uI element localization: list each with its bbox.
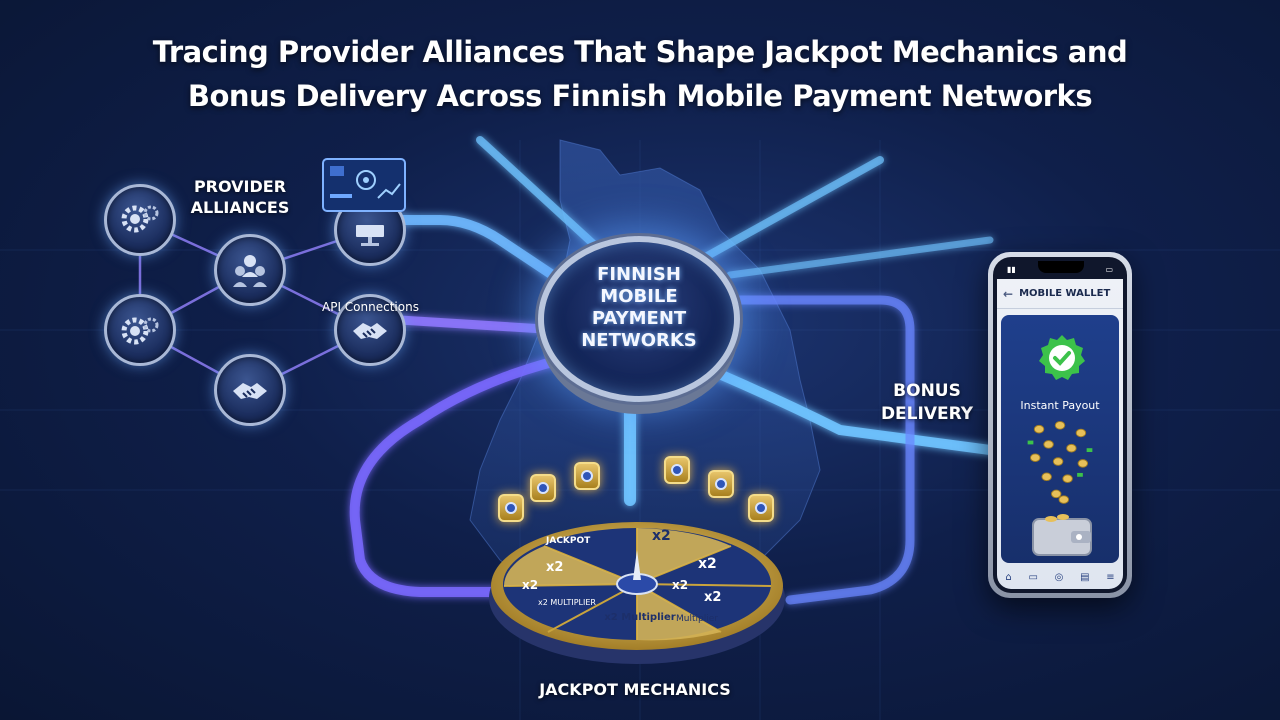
gear-icon — [121, 205, 159, 233]
jackpot-wheel: JACKPOT x2 x2 x2 x2 x2 Multiplier Multip… — [486, 494, 788, 668]
pipe-left-loop — [349, 355, 565, 597]
title-line-1: Tracing Provider Alliances That Shape Ja… — [152, 35, 1128, 69]
monitor-icon — [356, 225, 384, 246]
jackpot-chip — [530, 474, 556, 502]
team-icon — [233, 255, 267, 287]
falling-coins-icon — [1027, 421, 1093, 504]
dashboard-screen-icon — [322, 158, 406, 212]
pipe-api — [395, 315, 565, 335]
jackpot-mechanics-label: JACKPOT MECHANICS — [539, 680, 731, 699]
menu-icon[interactable]: ≡ — [1106, 571, 1115, 583]
wallet-header: ← MOBILE WALLET — [997, 279, 1123, 309]
pipe-right-loop — [735, 295, 915, 605]
wheel-segment-6: x2 Multiplier — [604, 612, 676, 623]
bonus-delivery-label: BONUS DELIVERY — [880, 381, 974, 424]
api-connections-label: API Connections — [322, 300, 419, 314]
mobile-phone: ▮▮ ▭ ← MOBILE WALLET Instant Payout — [988, 252, 1132, 598]
wallet-icon — [1032, 514, 1092, 556]
jackpot-chip — [664, 456, 690, 484]
back-arrow-icon[interactable]: ← — [1003, 286, 1014, 301]
pipe-up-left — [476, 136, 604, 254]
wallet-app: ← MOBILE WALLET Instant Payout — [997, 279, 1123, 589]
title-line-2: Bonus Delivery Across Finnish Mobile Pay… — [187, 79, 1093, 113]
page-title: Tracing Provider Alliances That Shape Ja… — [0, 30, 1280, 118]
gear-icon — [121, 317, 159, 345]
handshake-icon — [233, 383, 267, 399]
wheel-segment-10: x2 — [672, 578, 689, 592]
wheel-segment-9: x2 MULTIPLIER — [538, 598, 596, 607]
wallet-bottom-nav: ⌂ ▭ ◎ ▤ ≡ — [997, 565, 1123, 589]
payout-card: Instant Payout — [1001, 315, 1119, 563]
wheel-segment-1: JACKPOT — [546, 536, 591, 546]
provider-alliances-label: PROVIDER ALLIANCES — [190, 177, 290, 217]
wheel-segment-8: x2 — [522, 578, 539, 592]
jackpot-chip — [498, 494, 524, 522]
wheel-graphic — [489, 522, 785, 664]
wallet-header-title: MOBILE WALLET — [1019, 288, 1111, 299]
check-icon — [1039, 335, 1085, 380]
hub-text: FINNISH MOBILE PAYMENT NETWORKS — [581, 264, 697, 351]
pipe-bonus — [705, 365, 995, 455]
jackpot-chip — [748, 494, 774, 522]
node-gears-bottom — [104, 294, 176, 366]
node-team — [214, 234, 286, 306]
history-icon[interactable]: ▤ — [1080, 571, 1090, 583]
wheel-segment-7: Multiplier — [676, 614, 718, 624]
status-bar: ▮▮ ▭ — [997, 261, 1123, 277]
wheel-segment-2: x2 — [652, 528, 671, 544]
wheel-segment-4: x2 — [704, 590, 722, 605]
battery-icon: ▭ — [1105, 264, 1113, 274]
instant-payout-text: Instant Payout — [1020, 399, 1100, 412]
phone-screen: ▮▮ ▭ ← MOBILE WALLET Instant Payout — [993, 257, 1127, 593]
profile-icon[interactable]: ◎ — [1054, 571, 1064, 583]
node-handshake-api — [334, 294, 406, 366]
wheel-segment-3: x2 — [698, 556, 717, 572]
card-icon[interactable]: ▭ — [1028, 571, 1038, 583]
wheel-segment-5: x2 — [546, 560, 564, 575]
signal-icon: ▮▮ — [1007, 264, 1016, 274]
jackpot-chip — [574, 462, 600, 490]
jackpot-chip — [708, 470, 734, 498]
pipe-right-mid — [726, 236, 994, 279]
home-icon[interactable]: ⌂ — [1005, 571, 1012, 583]
pipe-up-right — [696, 156, 884, 264]
phone-notch — [1038, 261, 1084, 273]
node-gears-top — [104, 184, 176, 256]
handshake-icon — [353, 323, 387, 339]
node-handshake-left — [214, 354, 286, 426]
pipe-provider-top — [395, 215, 565, 285]
finnish-mobile-payment-hub: FINNISH MOBILE PAYMENT NETWORKS — [538, 236, 740, 402]
